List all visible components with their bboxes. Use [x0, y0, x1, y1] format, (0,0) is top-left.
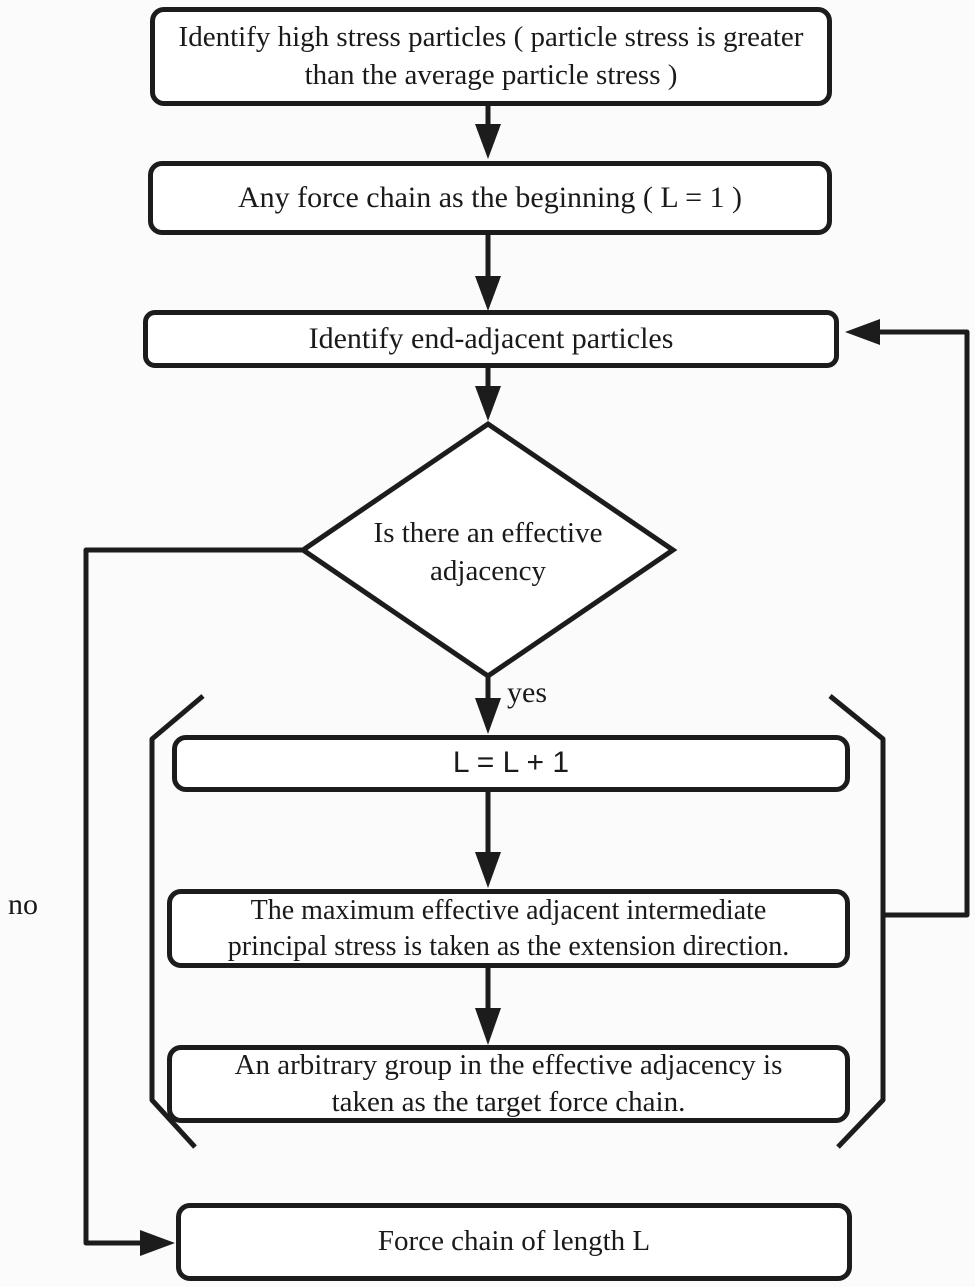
node-text-line: Identify high stress particles ( particl… [178, 21, 804, 54]
node-text-line: An arbitrary group in the effective adja… [234, 1048, 783, 1081]
right-group-bracket [828, 694, 886, 1149]
node-text-line: taken as the target force chain. [331, 1086, 686, 1118]
no-edge [83, 547, 303, 1256]
node-arbitrary-group: An arbitrary group in the effective adja… [167, 1045, 850, 1123]
node-force-chain-result: Force chain of length L [176, 1203, 852, 1281]
decision-label: Is there an effective adjacency [338, 498, 638, 608]
node-increment-length: L = L + 1 [172, 735, 850, 792]
node-max-principal-stress: The maximum effective adjacent intermedi… [167, 889, 850, 968]
arrow-increment-to-max-stress [475, 792, 501, 888]
loop-back-edge [845, 319, 970, 918]
arrow-high-stress-to-beginning [475, 106, 501, 159]
node-text-line: adjacency [430, 555, 546, 587]
node-text-line: principal stress is taken as the extensi… [227, 930, 790, 962]
node-identify-end-adjacent-particles: Identify end-adjacent particles [143, 310, 839, 368]
node-text-line: Identify end-adjacent particles [308, 321, 674, 355]
arrow-yes-to-increment [475, 676, 501, 734]
node-force-chain-beginning: Any force chain as the beginning ( L = 1… [148, 161, 832, 235]
node-identify-high-stress-particles: Identify high stress particles ( particl… [150, 7, 832, 106]
node-text-line: L = L + 1 [452, 746, 570, 780]
node-text-line: Is there an effective [373, 517, 603, 550]
node-text-line: The maximum effective adjacent intermedi… [250, 894, 767, 926]
node-text-line: Force chain of length L [377, 1225, 651, 1258]
node-text-line: than the average particle stress ) [304, 58, 678, 91]
arrow-max-stress-to-arbitrary-group [475, 968, 501, 1045]
node-text-line: Any force chain as the beginning ( L = 1… [238, 180, 742, 214]
arrow-end-adjacent-to-decision [475, 368, 501, 421]
left-group-bracket [149, 694, 205, 1149]
no-edge-label: no [8, 888, 38, 921]
yes-edge-label: yes [507, 676, 547, 709]
arrow-beginning-to-end-adjacent [475, 235, 501, 311]
